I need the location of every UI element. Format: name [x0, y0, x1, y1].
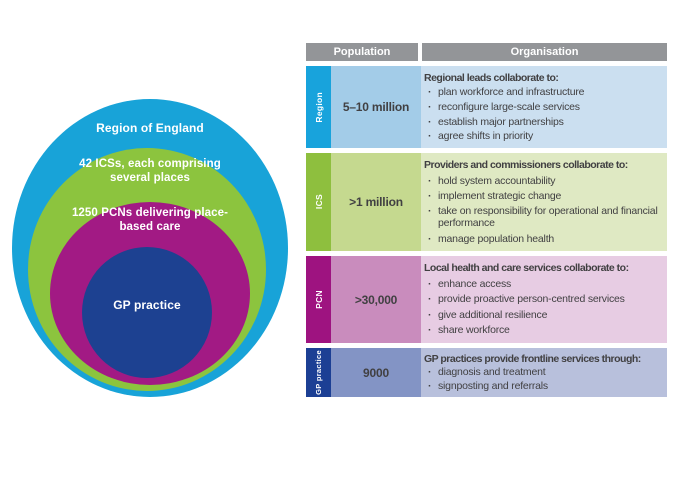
organisation-heading-gp-practice: GP practices provide frontline services … [424, 352, 641, 365]
table-row-pcn: PCN >30,000 Local health and care servic… [306, 256, 667, 343]
bullet-item: establish major partnerships [424, 116, 661, 128]
population-value-pcn: >30,000 [354, 292, 398, 307]
population-value-gp-practice: 9000 [363, 365, 389, 380]
bullet-item: reconfigure large-scale services [424, 101, 661, 113]
circle-label-region: Region of England [96, 121, 204, 135]
bullet-item: enhance access [424, 278, 661, 290]
bullet-item: manage population health [424, 233, 661, 245]
column-header-population: Population [306, 43, 418, 61]
organisation-cell-region: Regional leads collaborate to: plan work… [421, 66, 667, 148]
category-label-region: Region [313, 91, 324, 123]
bullet-item: hold system accountability [424, 175, 661, 187]
table-header-row: Population Organisation [306, 43, 667, 61]
population-cell-ics: >1 million [331, 153, 421, 251]
category-label-ics: ICS [313, 194, 324, 210]
bullet-item: share workforce [424, 324, 661, 336]
bullet-item: implement strategic change [424, 190, 661, 202]
population-value-region: 5–10 million [342, 100, 410, 114]
table-row-gp-practice: GP practice 9000 GP practices provide fr… [306, 348, 667, 397]
bullet-item: take on responsibility for operational a… [424, 205, 661, 229]
circle-gp-practice [82, 247, 212, 378]
category-strip-gp-practice: GP practice [306, 348, 331, 397]
bullet-item: give additional resilience [424, 309, 661, 321]
circle-label-ics: 42 ICSs, each comprising several places [79, 158, 221, 185]
category-strip-pcn: PCN [306, 256, 331, 343]
organisation-cell-gp-practice: GP practices provide frontline services … [421, 348, 667, 397]
table-row-ics: ICS >1 million Providers and commissione… [306, 153, 667, 251]
organisation-heading-region: Regional leads collaborate to: [424, 71, 559, 84]
column-header-organisation: Organisation [422, 43, 667, 61]
bullet-item: signposting and referrals [424, 380, 661, 392]
population-value-ics: >1 million [349, 195, 403, 209]
circle-label-gp-practice: GP practice [113, 298, 181, 312]
organisation-cell-pcn: Local health and care services collabora… [421, 256, 667, 343]
population-cell-gp-practice: 9000 [331, 348, 421, 397]
bullet-item: agree shifts in priority [424, 130, 661, 142]
category-label-gp-practice: GP practice [314, 350, 323, 395]
bullet-item: diagnosis and treatment [424, 366, 661, 378]
category-strip-region: Region [306, 66, 331, 148]
organisation-table: Population Organisation Region 5–10 mill… [306, 43, 667, 402]
organisation-heading-ics: Providers and commissioners collaborate … [424, 159, 628, 172]
table-row-region: Region 5–10 million Regional leads colla… [306, 66, 667, 148]
organisation-cell-ics: Providers and commissioners collaborate … [421, 153, 667, 251]
category-label-pcn: PCN [313, 290, 324, 309]
organisation-heading-pcn: Local health and care services collabora… [424, 262, 629, 275]
bullet-item: plan workforce and infrastructure [424, 86, 661, 98]
bullet-item: provide proactive person-centred service… [424, 293, 661, 305]
category-strip-ics: ICS [306, 153, 331, 251]
population-cell-region: 5–10 million [331, 66, 421, 148]
circle-label-pcn: 1250 PCNs delivering place-based care [71, 207, 229, 234]
population-cell-pcn: >30,000 [331, 256, 421, 343]
